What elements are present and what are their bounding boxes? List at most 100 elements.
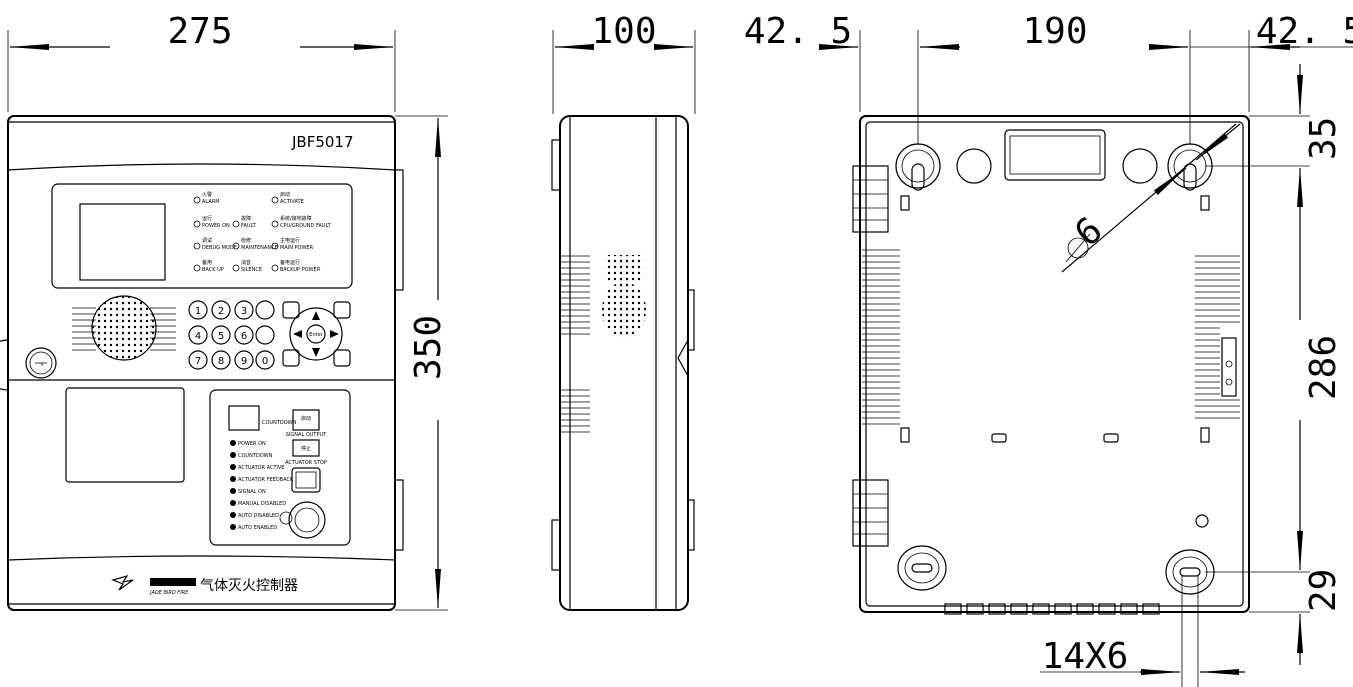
svg-text:AUTO DISABLED: AUTO DISABLED <box>238 513 279 519</box>
side-speaker-holes <box>602 282 646 338</box>
back-vent-right <box>1195 255 1240 419</box>
lcd-screen <box>79 203 166 281</box>
svg-text:SIGNAL ON: SIGNAL ON <box>238 489 266 495</box>
mounting-slot <box>1179 567 1201 577</box>
side-depth-dimension: 100 <box>552 11 696 114</box>
svg-text:ACTUATOR ACTIVE: ACTUATOR ACTIVE <box>238 465 285 471</box>
svg-text:COUNTDOWN: COUNTDOWN <box>238 453 273 459</box>
manual-button[interactable] <box>291 467 321 493</box>
reset-key[interactable] <box>282 349 300 367</box>
hole-diameter-value: 6 <box>1067 210 1110 255</box>
back-right-offset-value: 42. 5 <box>1256 11 1353 52</box>
svg-text:5: 5 <box>218 331 224 342</box>
menu-key[interactable] <box>282 301 300 319</box>
svg-text:MAINTENANCE: MAINTENANCE <box>241 245 278 251</box>
display-panel <box>51 183 353 289</box>
start-button[interactable] <box>292 409 320 431</box>
stop-button[interactable] <box>292 439 320 457</box>
key-6[interactable]: 6 <box>234 325 254 345</box>
svg-text:9: 9 <box>241 356 247 367</box>
svg-text:系统/接地故障: 系统/接地故障 <box>280 215 312 222</box>
svg-text:POWER ON: POWER ON <box>238 441 266 447</box>
side-housing <box>559 115 689 611</box>
svg-text:启动: 启动 <box>301 415 311 422</box>
key-5[interactable]: 5 <box>211 325 231 345</box>
arrow-right-icon[interactable] <box>330 330 339 338</box>
back-vent-left <box>862 249 900 425</box>
control-panel: COUNTDOWN 启动 SIGNAL OUTPUT 停止 ACTUATOR S… <box>209 389 351 546</box>
key-9[interactable]: 9 <box>234 350 254 370</box>
svg-text:3: 3 <box>241 306 247 317</box>
back-left-offset-value: 42. 5 <box>744 11 852 52</box>
product-name: 气体灭火控制器 <box>200 578 298 594</box>
svg-text:POWER ON: POWER ON <box>202 223 230 229</box>
key-lock-icon[interactable] <box>0 339 57 391</box>
mode-key-switch[interactable] <box>288 501 326 539</box>
key-0[interactable]: 0 <box>255 350 275 370</box>
keyhole-mount-right <box>1167 143 1213 191</box>
model-label: JBF5017 <box>291 133 354 151</box>
side-depth-value: 100 <box>591 11 656 52</box>
front-housing <box>7 115 396 611</box>
knockout-left <box>956 148 992 184</box>
navigation-pad: Enter <box>282 301 351 367</box>
silence-key[interactable] <box>333 349 351 367</box>
arrow-up-icon[interactable] <box>312 311 320 320</box>
svg-text:备电运行: 备电运行 <box>280 259 300 266</box>
countdown-label: COUNTDOWN <box>262 420 297 426</box>
side-speaker-holes-top <box>604 255 644 281</box>
bottom-hole-offset-value: 29 <box>1303 569 1344 612</box>
svg-text:SILENCE: SILENCE <box>241 267 262 273</box>
svg-text:ACTUATOR FEEDBACK: ACTUATOR FEEDBACK <box>238 477 294 483</box>
arrow-down-icon[interactable] <box>312 348 320 357</box>
svg-text:BACK UP: BACK UP <box>202 267 224 273</box>
key-8[interactable]: 8 <box>211 350 231 370</box>
svg-text:MANUAL DISABLED: MANUAL DISABLED <box>238 501 286 507</box>
key-4[interactable]: 4 <box>188 325 208 345</box>
cancel-key[interactable] <box>333 301 351 319</box>
bottom-mount-left <box>897 545 947 591</box>
cable-entry <box>1004 129 1106 181</box>
svg-text:SIGNAL OUTPUT: SIGNAL OUTPUT <box>286 432 327 438</box>
svg-text:0: 0 <box>262 356 268 367</box>
svg-text:2: 2 <box>218 306 224 317</box>
key-7[interactable]: 7 <box>188 350 208 370</box>
hole-vertical-spacing-value: 286 <box>1303 335 1344 400</box>
back-horizontal-dimensions: 42. 5 190 42. 5 <box>744 11 1353 145</box>
brand-name: JADE BIRD FIRE <box>149 590 189 596</box>
svg-text:4: 4 <box>195 331 201 342</box>
enter-key[interactable] <box>306 324 326 344</box>
function-key-1[interactable] <box>255 300 275 320</box>
keyhole-mount-left <box>895 143 941 191</box>
svg-text:调试: 调试 <box>202 237 212 244</box>
svg-text:消音: 消音 <box>241 259 251 266</box>
svg-text:BACKUP POWER: BACKUP POWER <box>280 267 321 273</box>
brand-logo: JADE BIRD FIRE <box>111 574 196 596</box>
top-hole-offset-value: 35 <box>1303 117 1344 160</box>
svg-text:停止: 停止 <box>301 445 311 452</box>
key-2[interactable]: 2 <box>211 300 231 320</box>
svg-text:CPU/GROUND FAULT: CPU/GROUND FAULT <box>280 223 332 229</box>
key-1[interactable]: 1 <box>188 300 208 320</box>
numeric-keypad: 1 2 3 4 5 6 7 8 9 0 <box>188 300 275 370</box>
side-vent-top <box>560 255 590 335</box>
slot-size-dimension: 14X6 <box>1040 576 1245 687</box>
front-width-value: 275 <box>167 11 232 52</box>
function-key-2[interactable] <box>255 325 275 345</box>
side-view: 100 <box>551 11 696 611</box>
key-3[interactable]: 3 <box>234 300 254 320</box>
arrow-left-icon[interactable] <box>293 330 302 338</box>
svg-text:启动: 启动 <box>280 191 290 198</box>
enter-key-label: Enter <box>309 332 323 338</box>
front-width-dimension: 275 <box>7 11 396 112</box>
